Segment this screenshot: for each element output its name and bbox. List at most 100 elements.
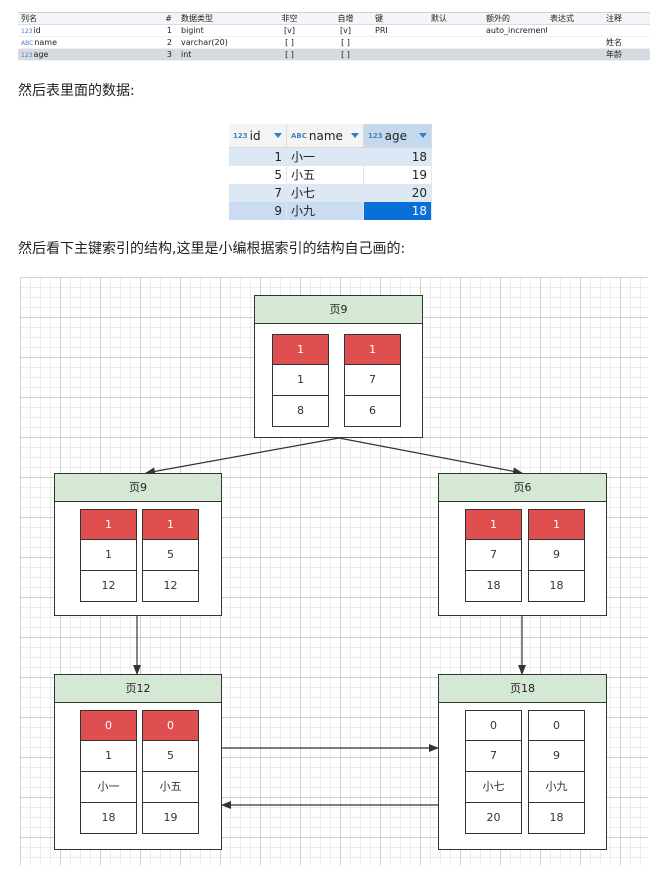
- numeric-type-icon: 123: [368, 131, 383, 140]
- connector-arrows: [133, 437, 526, 809]
- ordinal-cell: 2: [166, 38, 172, 47]
- index-intro-caption: 然后看下主键索引的结构,这里是小编根据索引的结构自己画的:: [18, 241, 406, 257]
- age-cell[interactable]: 19: [364, 166, 432, 184]
- name-cell[interactable]: 小五: [287, 166, 364, 184]
- record-cell: 18: [528, 803, 585, 834]
- record-cell: 1: [80, 741, 137, 772]
- id-cell[interactable]: 5: [229, 166, 287, 184]
- header-comment[interactable]: 注释: [606, 14, 622, 23]
- name-cell[interactable]: 小九: [287, 202, 364, 220]
- sort-arrow-icon[interactable]: [419, 133, 427, 138]
- record-column: 0 9 小九 18: [528, 710, 585, 834]
- record-header-cell: 0: [465, 710, 522, 741]
- key-cell[interactable]: [372, 37, 428, 48]
- id-cell[interactable]: 7: [229, 184, 287, 202]
- column-name-cell[interactable]: 123age: [18, 49, 150, 60]
- table-row[interactable]: 5 小五 19: [229, 166, 432, 184]
- header-expression[interactable]: 表达式: [550, 14, 574, 23]
- record-cell: 9: [528, 540, 585, 571]
- header-data-type[interactable]: 数据类型: [181, 14, 213, 23]
- page-node-leaf-left: 页12 0 1 小一 18 0 5 小五 19: [54, 674, 222, 850]
- page-node-mid-right: 页6 1 7 18 1 9 18: [438, 473, 607, 616]
- id-cell[interactable]: 9: [229, 202, 287, 220]
- record-header-cell: 0: [142, 710, 199, 741]
- arrow-root-to-left: [145, 437, 340, 476]
- page-node-mid-left: 页9 1 1 12 1 5 12: [54, 473, 222, 616]
- expression-cell[interactable]: [547, 37, 603, 48]
- comment-cell[interactable]: 年龄: [606, 50, 622, 59]
- record-cell: 5: [142, 540, 199, 571]
- record-cell: 18: [465, 571, 522, 602]
- comment-cell[interactable]: [603, 25, 650, 36]
- header-column-name[interactable]: 列名: [21, 14, 37, 23]
- auto-increment-checkbox[interactable]: [ ]: [341, 50, 350, 59]
- not-null-checkbox[interactable]: [v]: [284, 26, 295, 35]
- table-row[interactable]: 7 小七 20: [229, 184, 432, 202]
- default-cell[interactable]: [428, 49, 483, 60]
- data-type-cell[interactable]: bigint: [181, 26, 204, 35]
- header-key[interactable]: 键: [375, 14, 383, 23]
- name-cell[interactable]: 小一: [287, 148, 364, 166]
- column-header-age[interactable]: 123 age: [364, 124, 432, 147]
- column-header-label: name: [308, 128, 343, 143]
- header-auto-increment[interactable]: 自增: [337, 14, 354, 23]
- extra-cell[interactable]: auto_increment: [486, 26, 547, 35]
- column-header-id[interactable]: 123 id: [229, 124, 287, 147]
- record-cell: 小九: [528, 772, 585, 803]
- extra-cell[interactable]: [483, 37, 547, 48]
- extra-cell[interactable]: [483, 49, 547, 60]
- numeric-type-icon: 123: [233, 131, 248, 140]
- data-type-cell[interactable]: varchar(20): [181, 38, 228, 47]
- header-not-null[interactable]: 非空: [281, 14, 298, 23]
- table-row[interactable]: 9 小九 18: [229, 202, 432, 220]
- record-cell: 小七: [465, 772, 522, 803]
- comment-cell[interactable]: 姓名: [606, 38, 622, 47]
- column-name-cell[interactable]: ABCname: [18, 37, 150, 48]
- header-extra[interactable]: 额外的: [486, 14, 510, 23]
- header-ordinal[interactable]: #: [165, 14, 172, 23]
- age-cell[interactable]: 18: [364, 148, 432, 166]
- record-column: 1 7 18: [465, 509, 522, 602]
- grid-header: 123 id ABC name 123 age: [229, 124, 432, 148]
- table-row[interactable]: 123id 1 bigint [v] [v] PRI auto_incremen…: [18, 25, 650, 37]
- key-cell[interactable]: PRI: [375, 26, 388, 35]
- record-cell: 8: [272, 396, 329, 427]
- auto-increment-checkbox[interactable]: [v]: [340, 26, 351, 35]
- numeric-type-icon: 123: [21, 28, 33, 35]
- sort-arrow-icon[interactable]: [351, 133, 359, 138]
- id-cell[interactable]: 1: [229, 148, 287, 166]
- record-cell: 7: [344, 365, 401, 396]
- record-header-cell: 1: [272, 334, 329, 365]
- numeric-type-icon: 123: [21, 52, 33, 59]
- record-column: 1 1 12: [80, 509, 137, 602]
- sort-arrow-icon[interactable]: [274, 133, 282, 138]
- ordinal-cell: 1: [166, 26, 172, 35]
- table-row[interactable]: ABCname 2 varchar(20) [ ] [ ] 姓名: [18, 37, 650, 49]
- column-editor-table: 列名 # 数据类型 非空 自增 键 默认 额外的 表达式 注释 123id 1 …: [18, 12, 650, 61]
- not-null-checkbox[interactable]: [ ]: [285, 38, 294, 47]
- page-title: 页9: [55, 474, 221, 502]
- key-cell[interactable]: [372, 49, 428, 60]
- auto-increment-checkbox[interactable]: [ ]: [341, 38, 350, 47]
- age-cell[interactable]: 20: [364, 184, 432, 202]
- column-header-name[interactable]: ABC name: [287, 124, 364, 147]
- expression-cell[interactable]: [547, 49, 603, 60]
- name-cell[interactable]: 小七: [287, 184, 364, 202]
- default-cell[interactable]: [428, 37, 483, 48]
- table-row[interactable]: 123age 3 int [ ] [ ] 年龄: [18, 49, 650, 61]
- record-column: 1 9 18: [528, 509, 585, 602]
- record-column: 1 5 12: [142, 509, 199, 602]
- index-tree-diagram: 页9 1 1 8 1 7 6 页9 1 1 12 1 5 12 页6 1 7: [20, 277, 648, 865]
- record-header-cell: 0: [80, 710, 137, 741]
- record-header-cell: 0: [528, 710, 585, 741]
- table-row[interactable]: 1 小一 18: [229, 148, 432, 166]
- header-default[interactable]: 默认: [431, 14, 447, 23]
- column-name: age: [33, 50, 49, 59]
- not-null-checkbox[interactable]: [ ]: [285, 50, 294, 59]
- column-name-cell[interactable]: 123id: [18, 25, 150, 36]
- expression-cell[interactable]: [547, 25, 603, 36]
- age-cell-selected[interactable]: 18: [364, 202, 432, 220]
- record-cell: 小一: [80, 772, 137, 803]
- default-cell[interactable]: [428, 25, 483, 36]
- data-type-cell[interactable]: int: [181, 50, 192, 59]
